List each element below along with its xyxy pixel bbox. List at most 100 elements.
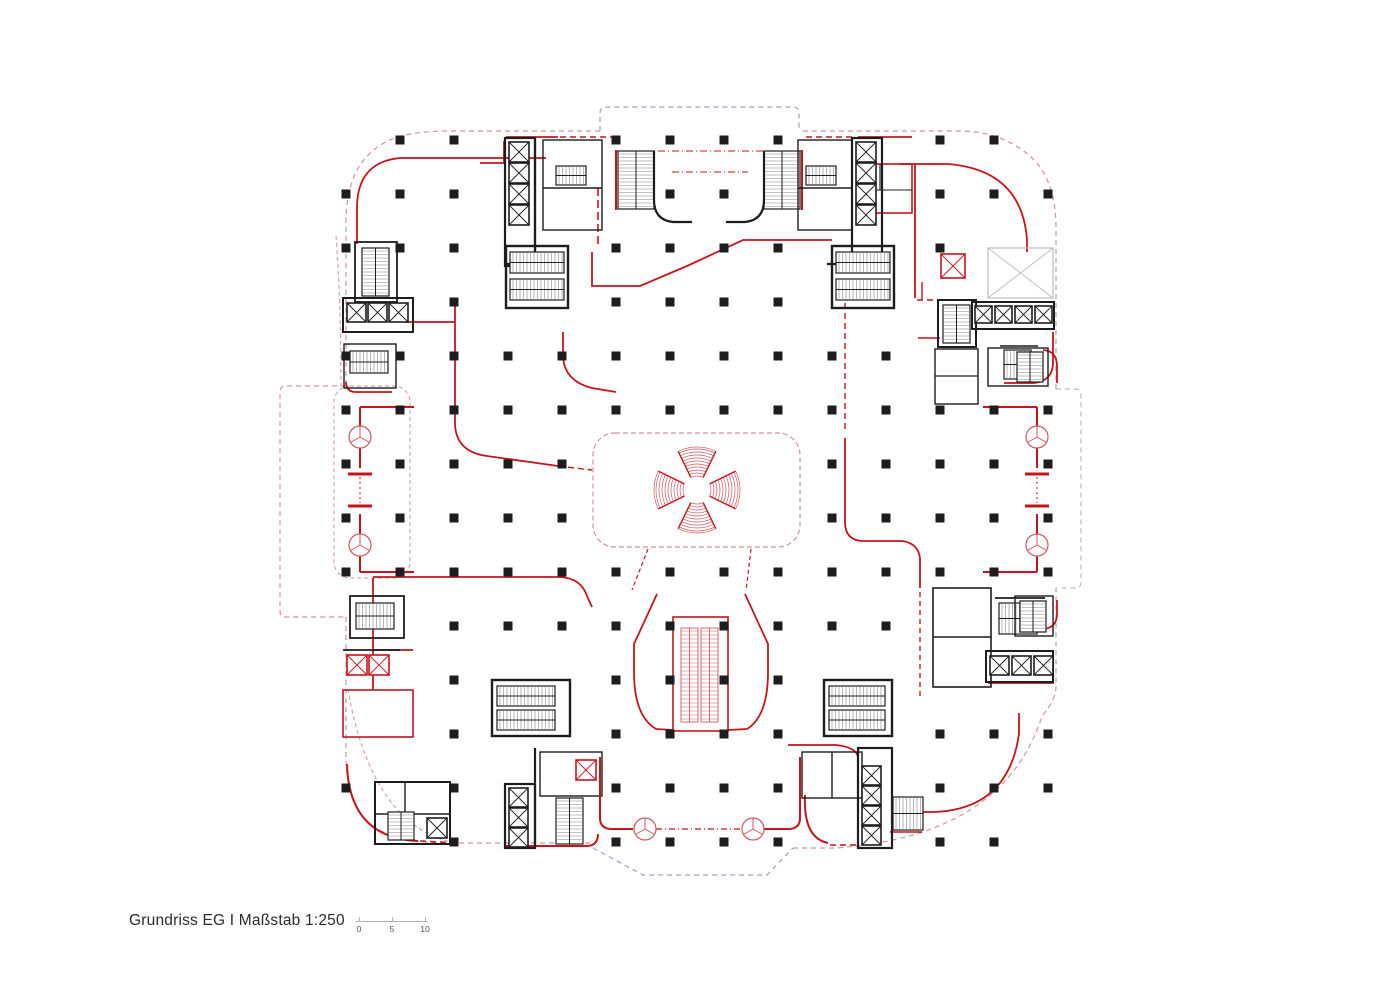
column	[719, 621, 729, 631]
column	[611, 405, 621, 415]
entrance-wall	[764, 817, 801, 830]
stair	[555, 797, 584, 845]
elevator	[974, 305, 993, 324]
scale-label: 0	[356, 924, 362, 934]
spiral-stair	[661, 454, 733, 526]
red-wall	[480, 141, 505, 164]
scale-label: 10	[420, 924, 430, 934]
elevator	[1034, 305, 1053, 324]
elevator	[508, 787, 529, 808]
column	[881, 351, 891, 361]
elevator	[388, 302, 409, 323]
spiral-stair	[702, 502, 717, 529]
revolving-door	[359, 544, 370, 551]
central-escalator	[672, 616, 729, 732]
column	[449, 189, 459, 199]
elevator	[508, 827, 529, 848]
column	[611, 783, 621, 793]
red-wall	[356, 157, 401, 244]
column	[1043, 729, 1053, 739]
building-outline	[799, 130, 1057, 389]
column	[665, 837, 675, 847]
elevator	[861, 765, 882, 786]
stair	[496, 685, 556, 707]
column	[665, 675, 675, 685]
spiral-stair	[664, 457, 730, 523]
scale-label: 5	[389, 924, 395, 934]
spiral-stair	[658, 495, 685, 510]
column	[503, 621, 513, 631]
column	[449, 567, 459, 577]
revolving-door	[1036, 544, 1047, 551]
red-wall	[591, 239, 832, 287]
elevator	[508, 787, 529, 808]
elevator	[346, 302, 367, 323]
column	[881, 513, 891, 523]
column	[989, 189, 999, 199]
revolving-door	[635, 828, 646, 835]
column	[395, 243, 405, 253]
column	[557, 621, 567, 631]
escalator-funnel-wall	[727, 593, 769, 731]
elevator	[989, 655, 1010, 676]
spiral-stair	[677, 451, 692, 478]
stair	[361, 247, 390, 297]
column	[881, 567, 891, 577]
spiral-stair	[679, 472, 715, 508]
column	[719, 351, 729, 361]
column	[1043, 783, 1053, 793]
column	[395, 135, 405, 145]
column	[557, 351, 567, 361]
revolving-door	[743, 828, 754, 835]
elevator	[367, 302, 388, 323]
column	[557, 513, 567, 523]
column	[395, 459, 405, 469]
elevator	[855, 183, 877, 205]
spiral-stair	[655, 448, 739, 532]
column	[773, 243, 783, 253]
canopy-outline-bottom	[592, 847, 794, 876]
column	[989, 783, 999, 793]
elevator	[508, 204, 530, 226]
column	[665, 351, 675, 361]
elevator	[508, 807, 529, 828]
column	[935, 135, 945, 145]
spiral-stair	[682, 475, 712, 505]
stair	[509, 278, 565, 301]
elevator	[855, 162, 877, 184]
elevator	[508, 141, 530, 163]
column	[989, 729, 999, 739]
column	[989, 837, 999, 847]
column	[773, 729, 783, 739]
column	[341, 189, 351, 199]
column	[1043, 567, 1053, 577]
red-wall	[803, 794, 829, 844]
elevator	[855, 162, 877, 184]
elevator	[1011, 655, 1032, 676]
elevator	[367, 302, 388, 323]
column	[395, 189, 405, 199]
column	[989, 135, 999, 145]
column	[935, 513, 945, 523]
column	[719, 297, 729, 307]
column	[611, 567, 621, 577]
core-wall	[822, 678, 894, 738]
column	[935, 405, 945, 415]
column	[935, 243, 945, 253]
scale-tick	[392, 917, 393, 922]
room-wall	[987, 347, 1049, 387]
column	[827, 513, 837, 523]
atrium-void-outline	[592, 432, 801, 548]
elevator	[575, 759, 597, 781]
core-wall	[726, 151, 766, 224]
revolving-door	[644, 828, 655, 835]
stair	[349, 350, 389, 374]
elevator	[861, 825, 882, 846]
column	[611, 675, 621, 685]
column	[935, 729, 945, 739]
stair	[805, 165, 837, 186]
stair	[355, 602, 395, 630]
elevator	[855, 141, 877, 163]
spiral-stair-landing	[702, 448, 739, 485]
